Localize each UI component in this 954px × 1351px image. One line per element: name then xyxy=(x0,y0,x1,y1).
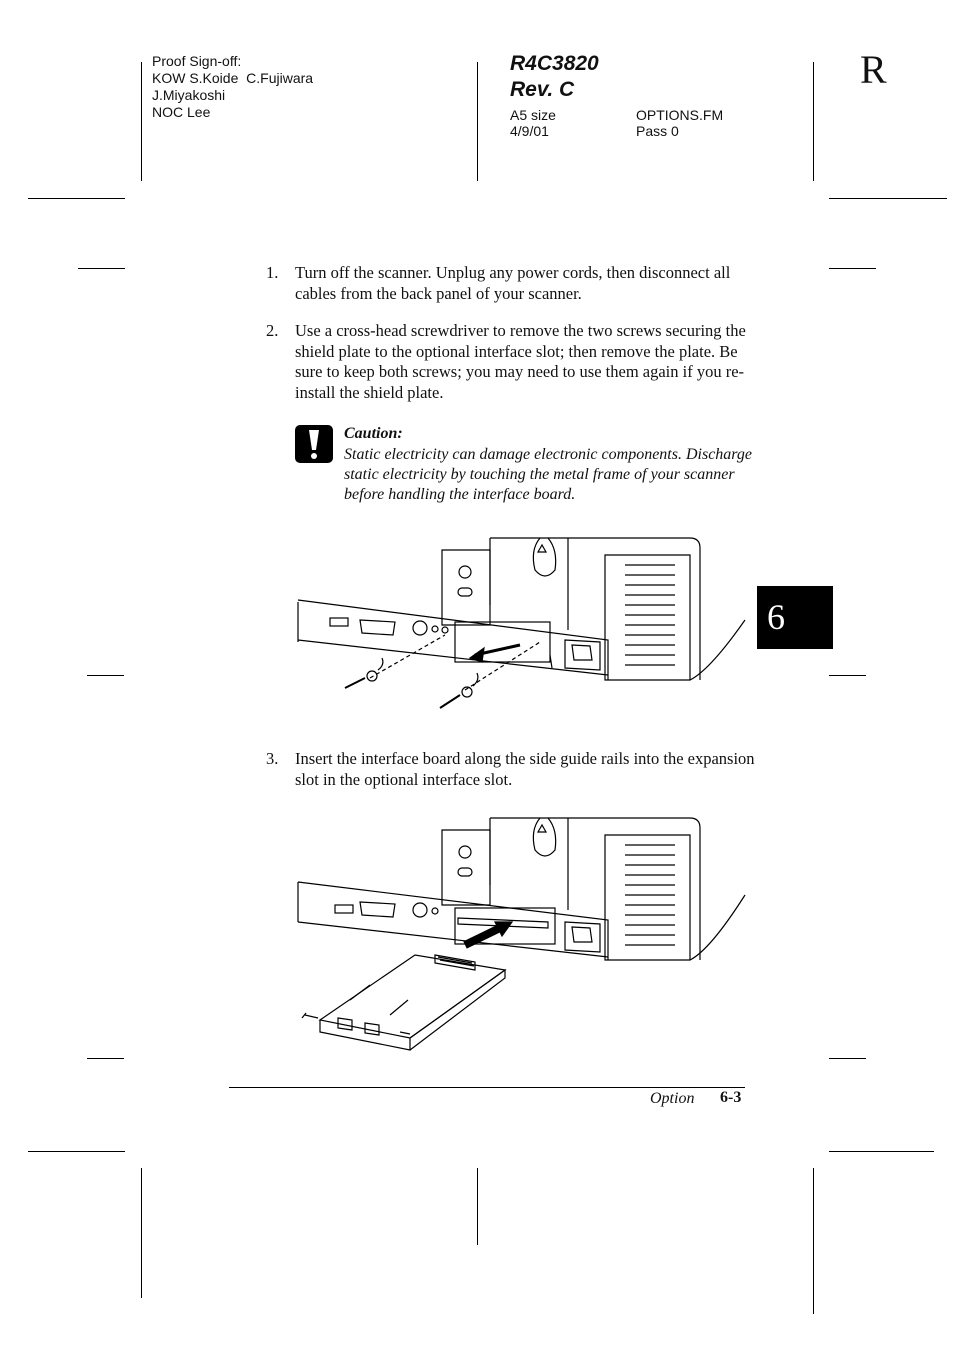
proof-line: KOW S.Koide C.Fujiwara xyxy=(152,70,314,86)
crop-mark xyxy=(477,1168,478,1245)
step-number: 1. xyxy=(266,263,279,282)
proof-line: Proof Sign-off: xyxy=(152,53,242,69)
crop-mark xyxy=(28,1151,125,1152)
crop-mark xyxy=(829,1151,934,1152)
crop-mark xyxy=(78,268,125,269)
crop-mark xyxy=(829,268,876,269)
step-2: 2. Use a cross-head screwdriver to remov… xyxy=(266,321,756,405)
crop-mark xyxy=(28,198,125,199)
chapter-tab: 6 xyxy=(757,586,833,649)
crop-mark xyxy=(829,198,947,199)
step-1: 1. Turn off the scanner. Unplug any powe… xyxy=(266,263,756,307)
code-line: R4C3820 xyxy=(510,52,599,75)
document-code: R4C3820 Rev. C xyxy=(510,51,599,103)
footer-section-label: Option xyxy=(650,1090,695,1107)
page-number: 6-3 xyxy=(720,1089,742,1106)
page-size: A5 size xyxy=(510,107,556,123)
crop-mark xyxy=(141,1168,142,1298)
remove-shield-plate-illustration xyxy=(297,537,746,709)
file-name: OPTIONS.FM xyxy=(636,107,724,123)
crop-mark xyxy=(829,1058,866,1059)
proof-line: J.Miyakoshi xyxy=(152,87,226,103)
crop-mark xyxy=(477,62,478,181)
crop-mark xyxy=(141,62,142,181)
exclamation-icon xyxy=(295,425,333,463)
crop-mark xyxy=(813,62,814,181)
revision-line: Rev. C xyxy=(510,78,575,101)
proof-line: NOC Lee xyxy=(152,104,211,120)
crop-mark xyxy=(87,675,124,676)
step-3: 3. Insert the interface board along the … xyxy=(266,749,756,793)
revision-letter: R xyxy=(860,47,887,92)
step-number: 2. xyxy=(266,321,279,340)
crop-mark xyxy=(87,1058,124,1059)
crop-mark xyxy=(813,1168,814,1314)
caution-title: Caution: xyxy=(344,425,403,442)
step-text: Insert the interface board along the sid… xyxy=(295,749,755,789)
crop-mark xyxy=(829,675,866,676)
date: 4/9/01 xyxy=(510,123,549,139)
pass: Pass 0 xyxy=(636,123,679,139)
step-text: Use a cross-head screwdriver to remove t… xyxy=(295,321,746,402)
proof-signoff: Proof Sign-off: KOW S.Koide C.Fujiwara J… xyxy=(152,53,313,121)
step-text: Turn off the scanner. Unplug any power c… xyxy=(295,263,731,303)
footer-rule xyxy=(229,1087,745,1088)
insert-interface-board-illustration xyxy=(297,817,746,1051)
step-number: 3. xyxy=(266,749,279,768)
caution-body: Static electricity can damage electronic… xyxy=(344,446,753,503)
